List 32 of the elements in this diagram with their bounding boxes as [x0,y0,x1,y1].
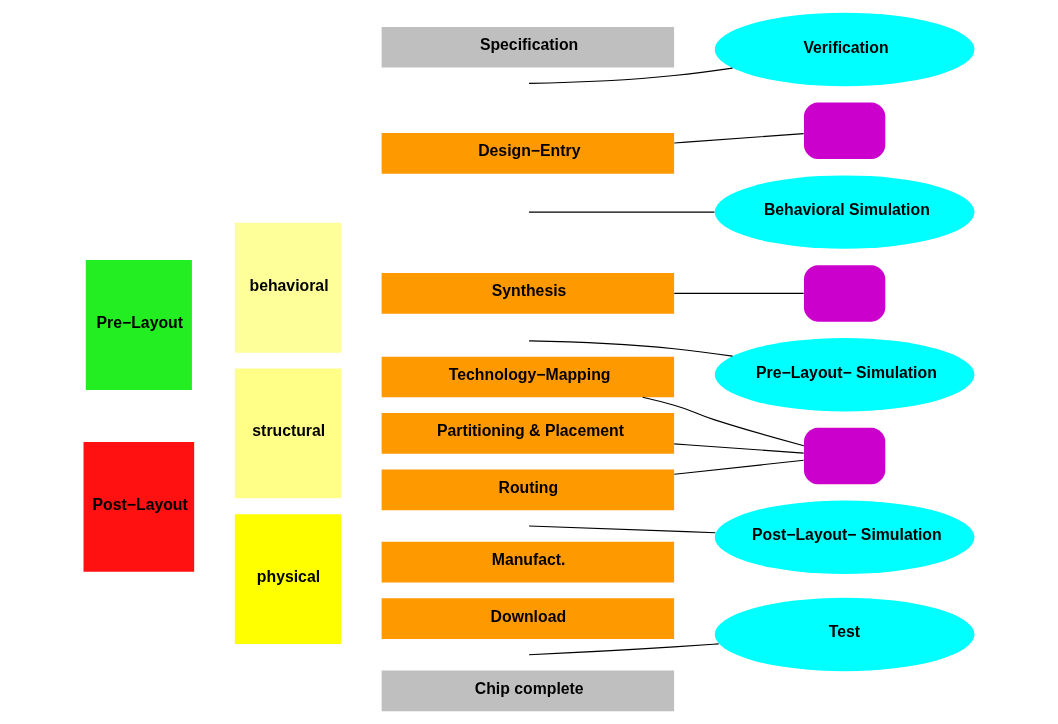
connector [528,643,720,656]
node-box [803,427,886,485]
connector [528,525,716,534]
node-box: structural [234,368,341,499]
node-ellipse: Test [714,597,975,672]
connector [528,340,734,357]
node-box: behavioral [234,222,341,353]
node-box [803,265,886,322]
node-box: Chip complete [381,670,675,712]
connector [528,67,734,84]
node-box: Pre−Layout [85,260,192,390]
connector [528,211,716,213]
connector [673,443,805,454]
node-box [803,102,886,159]
node-ellipse: Post−Layout− Simulation [714,500,975,574]
node-box: physical [234,514,341,645]
connector [673,133,805,144]
node-box: Download [381,598,675,639]
node-box: Partitioning & Placement [381,413,675,454]
node-ellipse: Behavioral Simulation [714,175,975,249]
node-box: Specification [381,26,675,68]
node-box: Routing [381,469,675,511]
connector [673,459,805,475]
node-box: Synthesis [381,273,675,314]
connector [642,396,805,447]
node-ellipse: Verification [714,12,975,87]
node-ellipse: Pre−Layout− Simulation [714,338,975,412]
node-box: Design−Entry [381,133,675,174]
node-box: Technology−Mapping [381,356,675,398]
node-box: Manufact. [381,541,675,583]
connector [673,292,805,294]
node-box: Post−Layout [83,441,195,572]
